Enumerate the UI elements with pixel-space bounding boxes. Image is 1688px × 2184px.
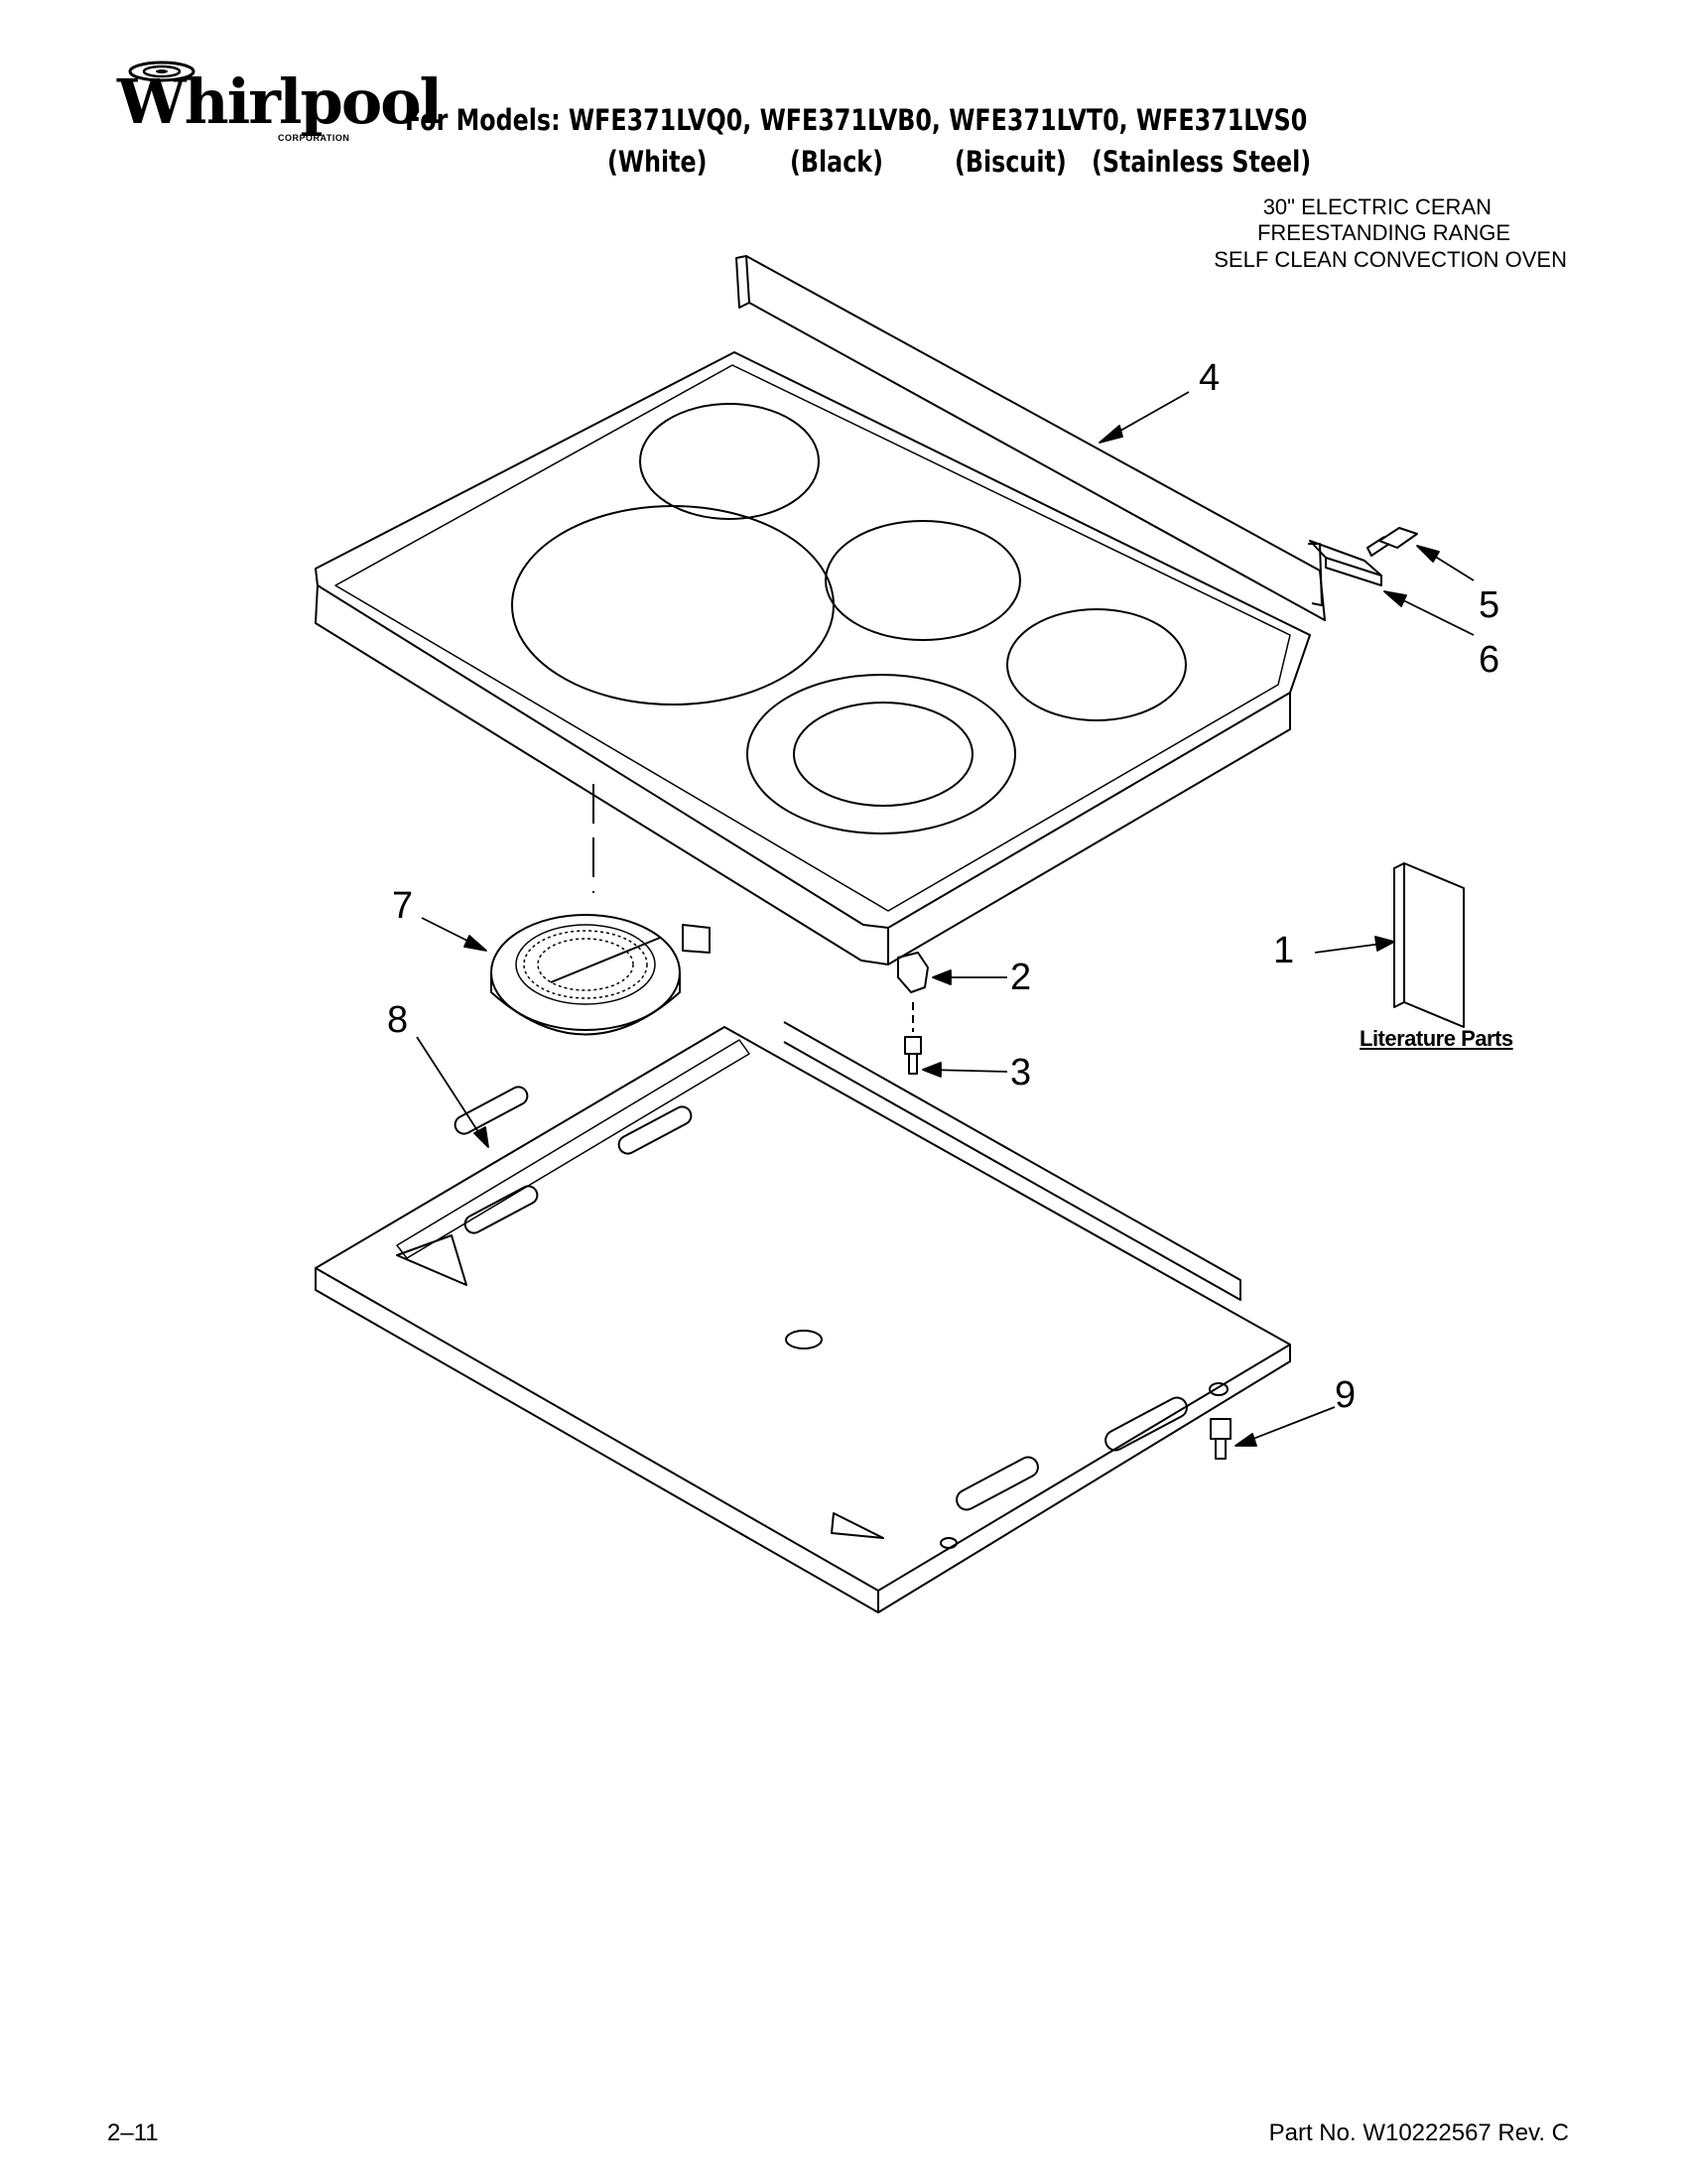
variant-white: (White) (607, 145, 708, 179)
callout-6: 6 (1479, 639, 1499, 681)
callout-8: 8 (387, 999, 408, 1041)
models-line: For Models: WFE371LVQ0, WFE371LVB0, WFE3… (405, 103, 1308, 137)
clip-part (897, 952, 929, 1032)
whirlpool-logo: Whirlpool CORPORATION (107, 58, 443, 152)
bracket-screw-parts (1309, 527, 1418, 586)
logo-subtitle: CORPORATION (278, 133, 350, 143)
callout-9: 9 (1335, 1374, 1356, 1416)
cooktop-part (315, 255, 1326, 965)
callout-1: 1 (1273, 930, 1294, 971)
page-number: 2–11 (107, 2120, 159, 2146)
logo-swirl-icon (128, 61, 195, 82)
screw-part-3 (904, 1036, 922, 1075)
literature-parts-label: Literature Parts (1360, 1026, 1513, 1051)
variant-stainless: (Stainless Steel) (1092, 145, 1312, 179)
callout-7: 7 (392, 885, 413, 927)
literature-part (1393, 862, 1465, 1028)
callout-3: 3 (1010, 1052, 1031, 1093)
callout-4: 4 (1199, 357, 1220, 399)
callout-leaders (416, 391, 1475, 1447)
callout-2: 2 (1010, 957, 1031, 998)
screw-part-9 (1210, 1418, 1232, 1460)
burner-box-part (315, 1021, 1291, 1613)
description-line-3: SELF CLEAN CONVECTION OVEN (1214, 247, 1567, 272)
variant-black: (Black) (790, 145, 883, 179)
part-number: Part No. W10222567 Rev. C (1268, 2120, 1569, 2146)
logo-wordmark: Whirlpool (117, 65, 443, 138)
heating-element-part (490, 914, 711, 1036)
callout-5: 5 (1479, 584, 1499, 626)
description-line-1: 30" ELECTRIC CERAN (1262, 194, 1492, 219)
variant-biscuit: (Biscuit) (955, 145, 1067, 179)
description-line-2: FREESTANDING RANGE (1256, 220, 1510, 245)
